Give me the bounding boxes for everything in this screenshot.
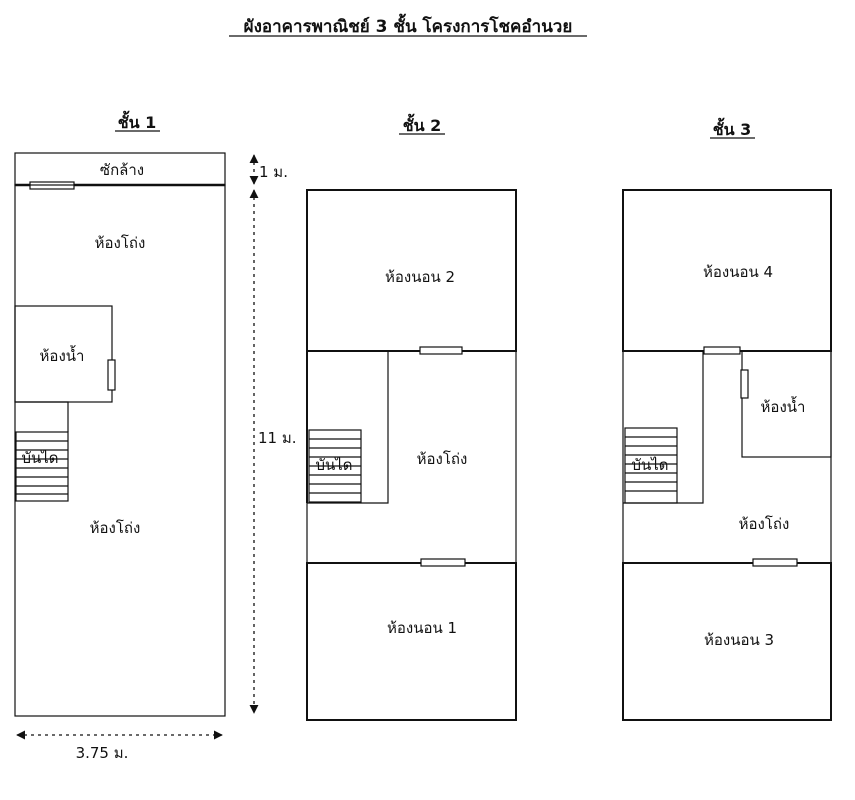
floor-2-label: ชั้น 2 (403, 113, 442, 135)
bathroom-door (107, 359, 116, 391)
room-living-top: ห้องโถ่ง (95, 234, 146, 252)
room-bedroom-3: ห้องนอน 3 (704, 631, 774, 649)
stair-enclosure (623, 351, 704, 504)
stair-enclosure (15, 401, 69, 432)
plan-title: ผังอาคารพาณิชย์ 3 ชั้น โครงการโชคอำนวย (244, 13, 573, 37)
bedroom-1 (306, 562, 517, 721)
floor-1: ชั้น 1 ซักล้าง ห้องโถ่ง ห้องน้ำ บันได ห้… (14, 110, 226, 717)
room-laundry: ซักล้าง (100, 161, 144, 179)
room-bedroom-2: ห้องนอน 2 (385, 268, 455, 286)
floor-1-outline (14, 184, 226, 717)
stairs (308, 429, 362, 503)
room-stairs: บันได (631, 456, 668, 474)
floor-3: ชั้น 3 ห้องนอน 4 บันได ห้องน้ำ ห้องโถ่ง (622, 117, 832, 721)
bedroom-2 (306, 189, 517, 352)
floor-2: ชั้น 2 ห้องนอน 2 บันได ห้องโถ่ง ห้องนอน … (306, 113, 517, 721)
room-stairs: บันได (315, 456, 352, 474)
bedroom-2-door (419, 346, 463, 355)
bedroom-3 (622, 562, 832, 721)
stair-enclosure (307, 350, 389, 504)
room-bedroom-4: ห้องนอน 4 (703, 263, 773, 281)
bathroom-door (740, 369, 749, 399)
room-bathroom: ห้องน้ำ (40, 345, 85, 365)
room-bedroom-1: ห้องนอน 1 (387, 619, 457, 637)
bedroom-4-door (703, 346, 741, 355)
bedroom-3-door (752, 558, 798, 567)
room-bathroom: ห้องน้ำ (761, 396, 806, 416)
rear-dimension-label: 1 ม. (259, 163, 288, 181)
stairs (15, 431, 69, 502)
depth-dimension-label: 11 ม. (258, 429, 297, 447)
bathroom (741, 350, 832, 458)
floor-1-label: ชั้น 1 (118, 110, 157, 132)
room-stairs: บันได (21, 449, 58, 467)
room-living-bottom: ห้องโถ่ง (90, 519, 141, 537)
stairs (624, 427, 678, 504)
bedroom-1-door (420, 558, 466, 567)
floor-3-label: ชั้น 3 (713, 117, 752, 139)
room-living: ห้องโถ่ง (417, 450, 468, 468)
width-dimension-label: 3.75 ม. (76, 744, 129, 762)
dimensions: 1 ม. 11 ม. 3.75 ม. (16, 154, 304, 762)
room-living: ห้องโถ่ง (739, 515, 790, 533)
